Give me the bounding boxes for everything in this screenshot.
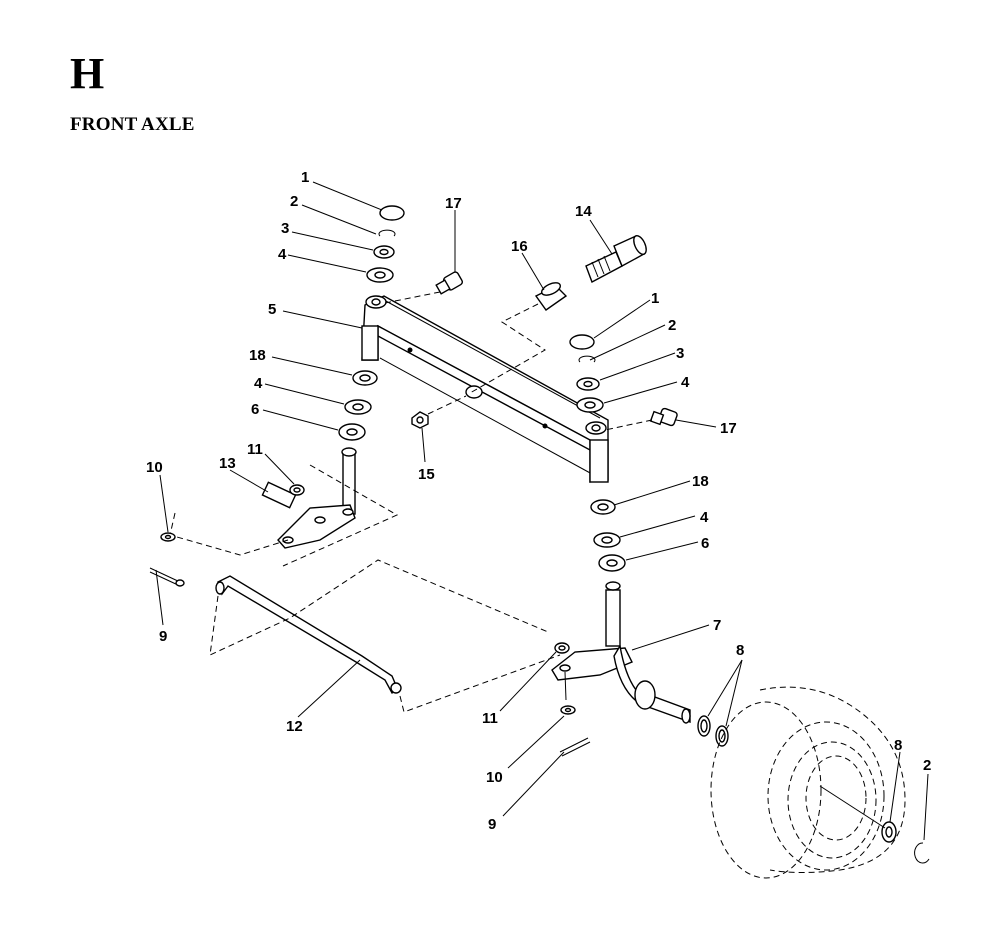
callout-3-right: 3 — [676, 345, 684, 362]
callout-2-right: 2 — [668, 317, 676, 334]
right-spindle-7 — [551, 581, 691, 724]
right-hardware — [554, 642, 591, 757]
left-hardware — [149, 532, 185, 587]
callout-16: 16 — [511, 238, 528, 255]
callout-2-left: 2 — [290, 193, 298, 210]
callout-6-right: 6 — [701, 535, 709, 552]
right-lower-washers — [590, 499, 626, 572]
callout-10-right: 10 — [486, 769, 503, 786]
callout-numbers: 1 2 3 4 5 18 4 6 17 16 14 1 2 3 4 17 15 … — [146, 169, 931, 833]
bolt-14 — [585, 234, 647, 283]
leader-lines — [155, 181, 929, 841]
callout-12: 12 — [286, 718, 303, 735]
bushing-16 — [469, 282, 568, 394]
callout-11-right: 11 — [482, 710, 498, 727]
callout-10-left: 10 — [146, 459, 163, 476]
callout-4-left-lower: 4 — [254, 375, 263, 392]
callout-17-left: 17 — [445, 195, 462, 212]
callout-1-right: 1 — [651, 290, 659, 307]
callout-18-left: 18 — [249, 347, 266, 364]
left-spindle — [169, 447, 399, 567]
callout-4-left: 4 — [278, 246, 287, 263]
callout-1-left: 1 — [301, 169, 309, 186]
section-letter: H — [70, 49, 105, 98]
bolt-17-left — [384, 271, 464, 304]
callout-6-left: 6 — [251, 401, 259, 418]
callout-8-wheel: 8 — [894, 737, 902, 754]
retaining-ring-2 — [378, 229, 396, 237]
callout-2-wheel: 2 — [923, 757, 931, 774]
callout-4-right: 4 — [681, 374, 690, 391]
washers-8 — [697, 715, 930, 864]
left-lower-washers — [338, 370, 378, 441]
tie-rod-12 — [209, 559, 561, 713]
callout-13: 13 — [219, 455, 236, 472]
callout-5: 5 — [268, 301, 276, 318]
callout-9-left: 9 — [159, 628, 167, 645]
axle-beam — [361, 295, 609, 483]
bolt-17-right — [604, 407, 678, 431]
callout-8-pair: 8 — [736, 642, 744, 659]
callout-3-left: 3 — [281, 220, 289, 237]
callout-11-left: 11 — [247, 441, 263, 458]
callout-14: 14 — [575, 203, 592, 220]
left-kingpin-stack — [366, 205, 405, 283]
page-title: FRONT AXLE — [70, 114, 195, 135]
right-kingpin-stack — [569, 334, 604, 413]
callout-15: 15 — [418, 466, 435, 483]
nut-15 — [411, 395, 467, 429]
callout-9-right: 9 — [488, 816, 496, 833]
callout-7: 7 — [713, 617, 721, 634]
callout-4-right-lower: 4 — [700, 509, 709, 526]
front-wheel — [710, 686, 906, 879]
callout-17-right: 17 — [720, 420, 737, 437]
cap-1 — [379, 205, 405, 221]
callout-18-right: 18 — [692, 473, 709, 490]
